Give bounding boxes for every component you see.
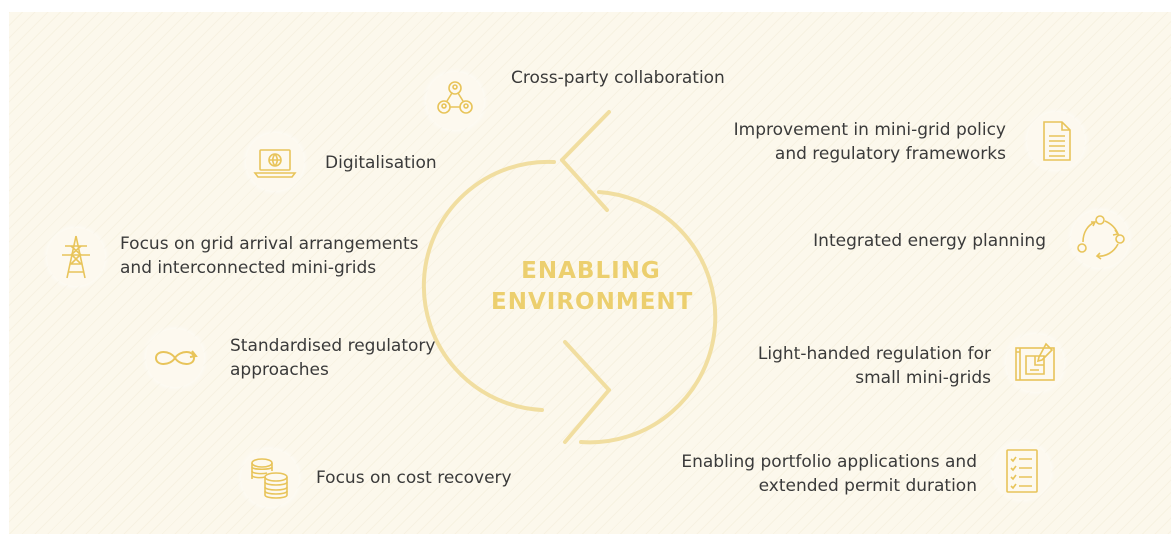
item-digitalisation: Digitalisation <box>325 151 437 175</box>
center-title-line2: ENVIRONMENT <box>491 289 694 315</box>
item-label-line: Digitalisation <box>325 153 437 173</box>
item-label-line: Improvement in mini-grid policy <box>733 120 1006 140</box>
cycle-arrow-top-lower <box>560 158 609 212</box>
item-label-line: Integrated energy planning <box>813 231 1046 251</box>
item-portfolio-applications: Enabling portfolio applications and exte… <box>681 450 977 498</box>
document-icon <box>1027 112 1085 170</box>
item-cost-recovery: Focus on cost recovery <box>316 466 512 490</box>
item-label-line: Enabling portfolio applications and <box>681 452 977 472</box>
laptop-globe-icon <box>246 133 304 191</box>
item-cross-party-collaboration: Cross-party collaboration <box>511 66 725 90</box>
cycle-arrow-bottom-upper <box>563 340 611 392</box>
item-label-line: and regulatory frameworks <box>774 144 1006 164</box>
item-label-line: small mini-grids <box>855 368 991 388</box>
cycle-arrows <box>421 110 718 445</box>
blueprint-icon <box>1006 334 1064 392</box>
collaboration-network-icon <box>426 72 484 130</box>
diagram-panel: ENABLING ENVIRONMENT Cross-party collabo… <box>9 12 1171 534</box>
item-label-line: and interconnected mini-grids <box>120 258 377 278</box>
transmission-tower-icon <box>47 228 105 286</box>
item-policy-frameworks: Improvement in mini-grid policy and regu… <box>734 118 1006 166</box>
item-label-line: Cross-party collaboration <box>511 68 725 88</box>
item-label-line: Focus on grid arrival arrangements <box>120 234 419 254</box>
coin-stack-icon <box>241 449 299 507</box>
item-grid-arrival: Focus on grid arrival arrangements and i… <box>120 232 419 280</box>
cycle-arrow-bottom-lower <box>563 388 611 444</box>
item-label-line: approaches <box>230 360 329 380</box>
center-title-line1: ENABLING <box>521 258 661 284</box>
infinity-loop-icon <box>146 329 204 387</box>
center-title: ENABLING ENVIRONMENT <box>491 256 694 318</box>
cycle-arc-right <box>579 190 718 445</box>
checklist-icon <box>993 442 1051 500</box>
item-integrated-energy-planning: Integrated energy planning <box>813 229 1046 253</box>
item-label-line: Standardised regulatory <box>230 336 436 356</box>
item-light-handed-regulation: Light-handed regulation for small mini-g… <box>758 342 991 390</box>
item-label-line: extended permit duration <box>758 476 977 496</box>
cycle-arrow-top-upper <box>560 110 611 162</box>
item-standardised-regulatory: Standardised regulatory approaches <box>230 334 435 382</box>
item-label-line: Light-handed regulation for <box>757 344 991 364</box>
cycle-nodes-icon <box>1071 210 1129 268</box>
cycle-arc-left <box>421 159 556 412</box>
item-label-line: Focus on cost recovery <box>316 468 512 488</box>
